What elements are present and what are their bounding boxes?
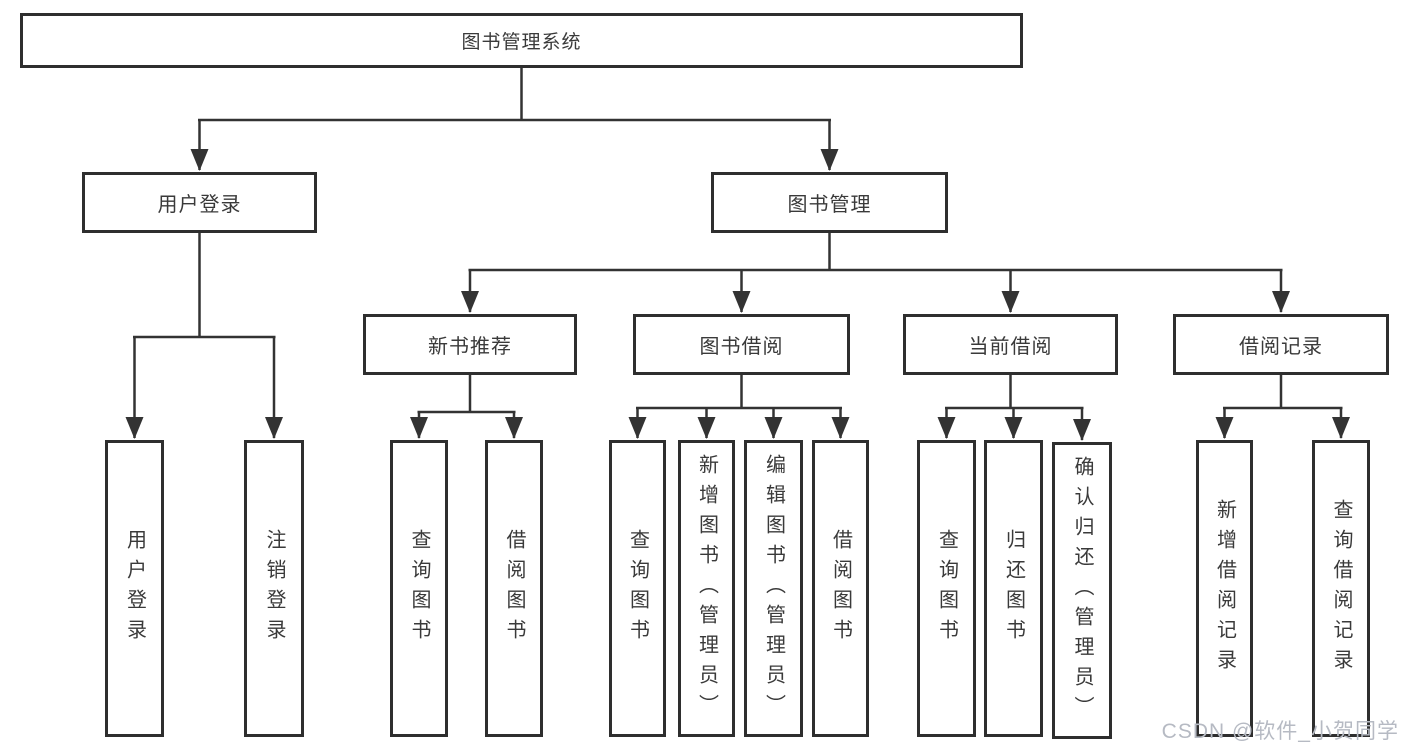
node-library-management-system: 图书管理系统: [20, 13, 1023, 68]
node-label: 用户登录: [123, 528, 146, 649]
node-label: 查询借阅记录: [1330, 498, 1352, 679]
node-user-login-branch: 用户登录: [82, 172, 317, 233]
node-label: 借阅记录: [1239, 336, 1323, 358]
leaf-user-login: 用户登录: [105, 440, 164, 737]
node-label: 当前借阅: [968, 336, 1053, 358]
node-new-book-recommend: 新书推荐: [363, 314, 577, 375]
node-label: 新增借阅记录: [1213, 498, 1236, 679]
leaf-query-books-recommend: 查询图书: [390, 440, 448, 737]
leaf-query-borrow-record: 查询借阅记录: [1312, 440, 1370, 737]
node-label: 借阅图书: [503, 528, 525, 649]
node-label: 编辑图书（管理员）: [762, 453, 785, 724]
node-label: 查询图书: [408, 528, 430, 649]
node-label: 图书管理系统: [461, 32, 582, 53]
node-label: 新书推荐: [428, 336, 512, 358]
node-label: 用户登录: [157, 194, 242, 216]
node-label: 图书借阅: [699, 336, 784, 358]
node-book-management-branch: 图书管理: [711, 172, 948, 233]
node-label: 新增图书（管理员）: [695, 453, 718, 724]
leaf-confirm-return-admin: 确认归还（管理员）: [1052, 442, 1112, 739]
node-book-borrow: 图书借阅: [633, 314, 850, 375]
leaf-query-books-borrow: 查询图书: [609, 440, 666, 737]
leaf-return-books: 归还图书: [984, 440, 1043, 737]
node-label: 查询图书: [626, 528, 649, 649]
node-label: 确认归还（管理员）: [1071, 455, 1093, 726]
leaf-add-borrow-record: 新增借阅记录: [1196, 440, 1253, 737]
leaf-logout: 注销登录: [244, 440, 304, 737]
leaf-borrow-books: 借阅图书: [812, 440, 869, 737]
node-label: 归还图书: [1002, 528, 1025, 649]
node-current-borrow: 当前借阅: [903, 314, 1118, 375]
node-label: 注销登录: [263, 528, 285, 649]
leaf-query-books-current: 查询图书: [917, 440, 976, 737]
leaf-add-books-admin: 新增图书（管理员）: [678, 440, 735, 737]
leaf-borrow-books-recommend: 借阅图书: [485, 440, 543, 737]
node-label: 查询图书: [935, 528, 958, 649]
node-label: 借阅图书: [829, 528, 852, 649]
leaf-edit-books-admin: 编辑图书（管理员）: [744, 440, 803, 737]
node-label: 图书管理: [787, 194, 872, 216]
node-borrow-records: 借阅记录: [1173, 314, 1389, 375]
